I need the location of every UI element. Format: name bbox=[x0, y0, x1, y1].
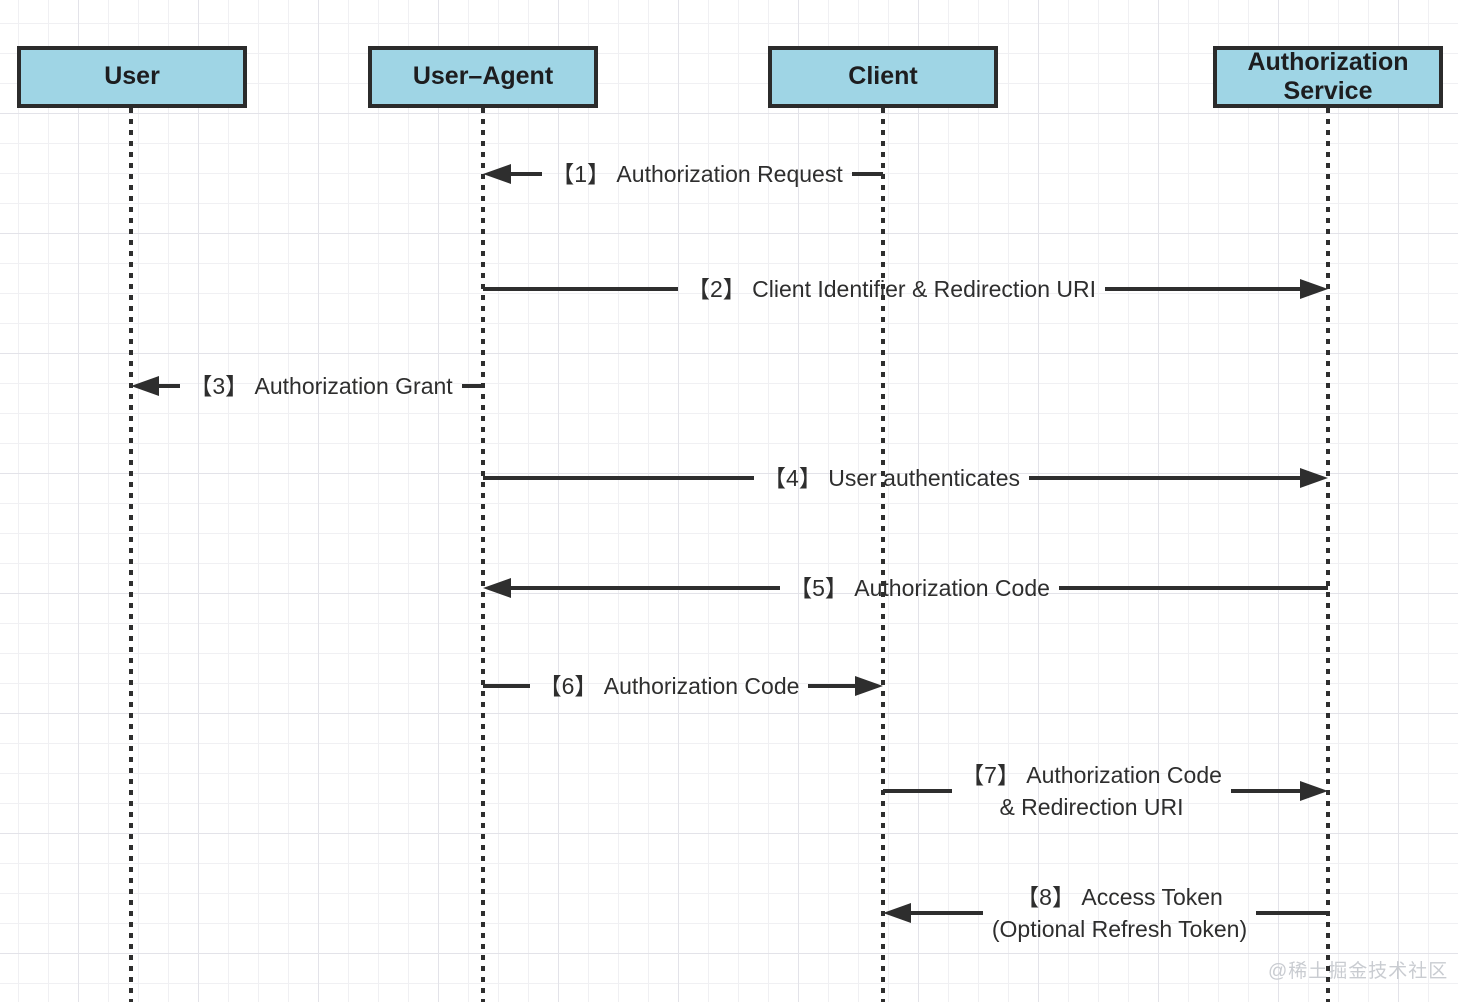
arrowhead-left-icon bbox=[483, 578, 511, 598]
message-line bbox=[1256, 911, 1329, 915]
message-label-line: 【7】 Authorization Code bbox=[961, 762, 1222, 788]
watermark: @稀土掘金技术社区 bbox=[1268, 961, 1449, 982]
message-line bbox=[483, 476, 755, 480]
message-5-label: 【5】 Authorization Code bbox=[789, 575, 1050, 601]
message-line bbox=[1058, 586, 1328, 590]
message-line bbox=[808, 684, 855, 688]
message-4: 【4】 User authenticates bbox=[483, 462, 1329, 494]
message-3: 【3】 Authorization Grant bbox=[131, 370, 483, 402]
message-line bbox=[1028, 476, 1301, 480]
lifeline-authorization-service bbox=[1326, 108, 1330, 1002]
message-line bbox=[461, 384, 483, 388]
arrowhead-right-icon bbox=[1300, 279, 1328, 299]
message-2: 【2】 Client Identifier & Redirection URI bbox=[483, 273, 1328, 305]
message-label-line: (Optional Refresh Token) bbox=[991, 916, 1248, 942]
message-line bbox=[483, 287, 678, 291]
arrowhead-right-icon bbox=[1300, 468, 1329, 488]
arrowhead-right-icon bbox=[1300, 781, 1328, 801]
lifeline-user-agent bbox=[481, 108, 485, 1002]
message-label-line: & Redirection URI bbox=[999, 794, 1184, 820]
arrowhead-right-icon bbox=[855, 676, 883, 696]
message-line bbox=[483, 684, 530, 688]
message-line bbox=[883, 789, 953, 793]
message-1-label: 【1】 Authorization Request bbox=[551, 161, 843, 187]
message-7: 【7】 Authorization Code & Redirection URI bbox=[883, 759, 1328, 823]
message-1: 【1】 Authorization Request bbox=[483, 158, 883, 190]
message-line bbox=[511, 172, 543, 176]
arrowhead-left-icon bbox=[883, 903, 911, 923]
message-line bbox=[511, 586, 781, 590]
message-line bbox=[159, 384, 181, 388]
actor-authorization-service: Authorization Service bbox=[1213, 46, 1443, 108]
message-8: 【8】 Access Token (Optional Refresh Token… bbox=[883, 881, 1329, 945]
message-line bbox=[1230, 789, 1300, 793]
message-line bbox=[1105, 287, 1300, 291]
message-line bbox=[911, 911, 983, 915]
message-5: 【5】 Authorization Code bbox=[483, 572, 1328, 604]
message-8-label: 【8】 Access Token (Optional Refresh Token… bbox=[983, 881, 1256, 945]
message-6: 【6】 Authorization Code bbox=[483, 670, 883, 702]
message-line bbox=[851, 172, 883, 176]
actor-client: Client bbox=[768, 46, 998, 108]
lifeline-client bbox=[881, 108, 885, 1002]
arrowhead-left-icon bbox=[483, 164, 511, 184]
actor-user-agent: User–Agent bbox=[368, 46, 598, 108]
arrowhead-left-icon bbox=[131, 376, 159, 396]
message-label-line: 【8】 Access Token bbox=[1016, 884, 1223, 910]
message-2-label: 【2】 Client Identifier & Redirection URI bbox=[686, 276, 1097, 302]
lifeline-user bbox=[129, 108, 133, 1002]
message-3-label: 【3】 Authorization Grant bbox=[189, 373, 453, 399]
actor-user: User bbox=[17, 46, 247, 108]
message-6-label: 【6】 Authorization Code bbox=[538, 673, 800, 699]
message-7-label: 【7】 Authorization Code & Redirection URI bbox=[952, 759, 1231, 823]
message-4-label: 【4】 User authenticates bbox=[763, 465, 1020, 491]
